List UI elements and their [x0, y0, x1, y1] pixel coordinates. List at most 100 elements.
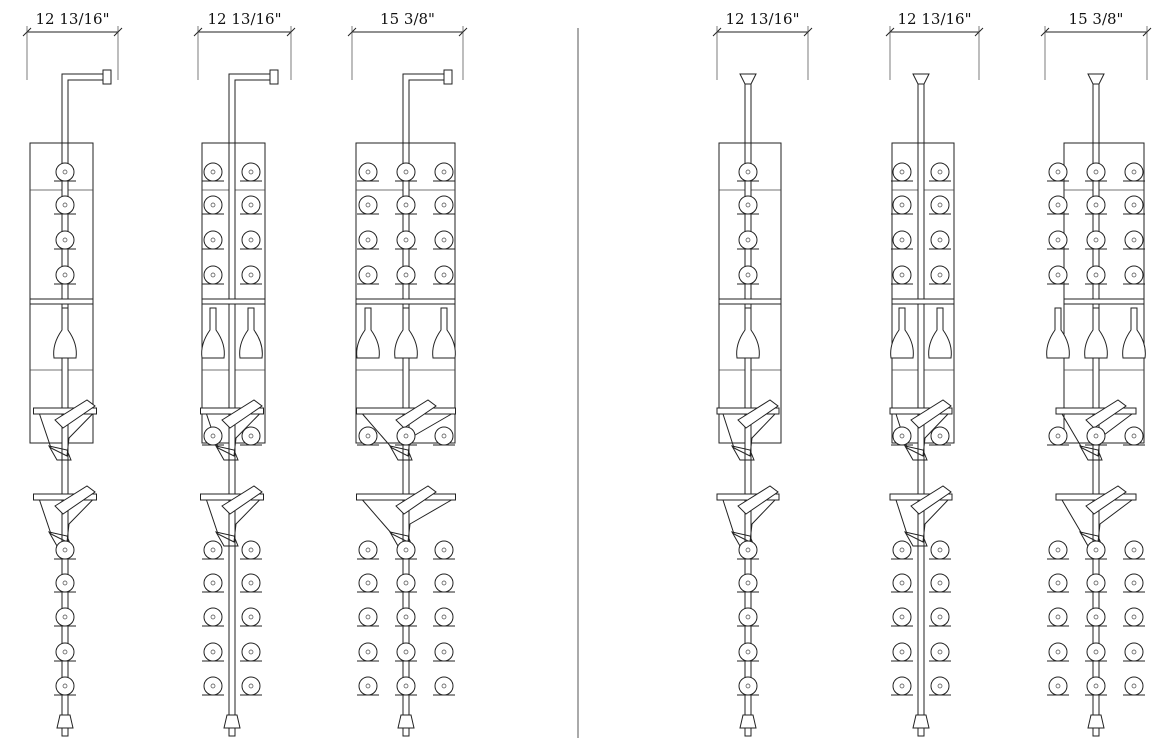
ceiling-rod — [744, 83, 752, 144]
bottle-cork — [899, 614, 905, 620]
bottle-end — [203, 265, 223, 285]
cradle-foot — [904, 531, 928, 547]
cradle-arm — [1061, 413, 1133, 457]
bottle-cork — [745, 614, 751, 620]
bottle-end — [358, 195, 378, 215]
bottle-cork — [210, 169, 216, 175]
bottle-cork — [365, 433, 371, 439]
bottle-end — [241, 230, 261, 250]
bottle-cork — [248, 580, 254, 586]
bottle-cork — [1131, 580, 1137, 586]
bottle-end — [396, 607, 416, 627]
rack-unit: 15 3/8" — [347, 10, 468, 737]
bottle-end — [1124, 573, 1144, 593]
bottle-cork — [210, 580, 216, 586]
wine-glass — [1084, 307, 1108, 359]
bottle-cork — [62, 614, 68, 620]
display-bottle — [221, 399, 263, 429]
floor-foot — [397, 714, 415, 729]
bottle-cork — [1131, 614, 1137, 620]
bottle-cork — [441, 614, 447, 620]
bottle-cork — [899, 580, 905, 586]
bottle-cork — [62, 649, 68, 655]
bottle-cork — [403, 237, 409, 243]
bottle-cork — [365, 547, 371, 553]
wall-mount-flange — [269, 69, 279, 85]
bottle-end — [892, 676, 912, 696]
bottle-end — [434, 642, 454, 662]
bottle-end — [738, 195, 758, 215]
bottle-end — [358, 265, 378, 285]
display-shelf — [1055, 407, 1137, 415]
wall-mount-flange — [102, 69, 112, 85]
bottle-cork — [210, 683, 216, 689]
bottle-end — [203, 676, 223, 696]
bottle-end — [1086, 642, 1106, 662]
bottle-cork — [1093, 683, 1099, 689]
bottle-cork — [1055, 237, 1061, 243]
bottle-end — [892, 265, 912, 285]
bottle-end — [203, 607, 223, 627]
bottle-cork — [937, 272, 943, 278]
floor-pin — [1092, 727, 1100, 737]
bottle-end — [434, 676, 454, 696]
bottle-end — [1086, 607, 1106, 627]
bottle-cork — [899, 433, 905, 439]
bottle-cork — [403, 202, 409, 208]
bottle-end — [396, 426, 416, 446]
bottle-cork — [62, 683, 68, 689]
bottle-cork — [1131, 683, 1137, 689]
bottle-cork — [745, 649, 751, 655]
bottle-cork — [403, 580, 409, 586]
bottle-cork — [365, 614, 371, 620]
wine-glass — [201, 307, 225, 359]
bottle-end — [55, 540, 75, 560]
bottle-end — [55, 676, 75, 696]
bottle-end — [358, 426, 378, 446]
display-bottle — [910, 485, 952, 515]
bottle-cork — [745, 272, 751, 278]
rack-units: 12 13/16"12 13/16"15 3/8"12 13/16"12 13/… — [22, 10, 1152, 737]
bottle-end — [930, 426, 950, 446]
bottle-end — [241, 607, 261, 627]
bottle-end — [203, 426, 223, 446]
bottle-end — [55, 265, 75, 285]
bottle-end — [930, 642, 950, 662]
bottle-cork — [1055, 547, 1061, 553]
bottle-end — [738, 230, 758, 250]
bottle-cork — [441, 683, 447, 689]
bottle-cork — [937, 433, 943, 439]
bottle-end — [55, 573, 75, 593]
bottle-end — [1124, 676, 1144, 696]
rack-unit: 12 13/16" — [193, 10, 296, 737]
glass-shelf — [29, 298, 94, 305]
bottle-cork — [745, 169, 751, 175]
bottle-end — [434, 230, 454, 250]
bottle-cork — [365, 202, 371, 208]
bottle-cork — [1055, 580, 1061, 586]
bottle-end — [892, 195, 912, 215]
bottle-end — [1048, 426, 1068, 446]
display-bottle — [221, 485, 263, 515]
bottle-cork — [441, 580, 447, 586]
bottle-end — [396, 540, 416, 560]
bottle-cork — [248, 272, 254, 278]
rack-unit: 12 13/16" — [885, 10, 984, 737]
bottle-end — [738, 676, 758, 696]
bottle-cork — [899, 272, 905, 278]
bottle-end — [930, 573, 950, 593]
wine-glass — [394, 307, 418, 359]
bottle-cork — [441, 272, 447, 278]
bottle-end — [203, 573, 223, 593]
support-pole — [61, 142, 69, 716]
bottle-end — [1048, 265, 1068, 285]
bottle-end — [1086, 426, 1106, 446]
bottle-end — [738, 540, 758, 560]
bottle-cork — [937, 169, 943, 175]
bottle-cork — [1131, 237, 1137, 243]
bottle-cork — [1131, 272, 1137, 278]
bottle-end — [1086, 573, 1106, 593]
floor-foot — [1087, 714, 1105, 729]
display-shelf — [356, 493, 456, 501]
bottle-cork — [899, 237, 905, 243]
